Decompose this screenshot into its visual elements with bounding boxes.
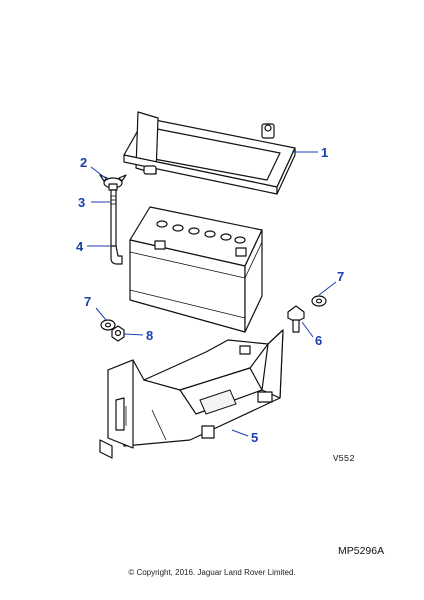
leader-lines [87,151,337,437]
callout-4: 4 [76,239,84,254]
callout-5: 5 [251,430,258,445]
callout-2: 2 [80,155,87,170]
battery-cell-caps [156,220,246,244]
battery [129,206,263,333]
washer[interactable] [311,295,327,307]
bolt[interactable] [287,305,305,333]
callout-8: 8 [146,328,153,343]
callout-1: 1 [321,145,328,160]
washer[interactable] [100,319,116,331]
clamp-rod[interactable] [110,189,117,247]
battery-clamp-frame[interactable] [123,111,296,195]
callout-labels: 1 2 3 4 5 6 7 7 8 [76,145,344,445]
reference-code: V552 [333,454,355,464]
copyright-notice: © Copyright, 2016. Jaguar Land Rover Lim… [128,568,296,577]
callout-7-right: 7 [337,269,344,284]
callout-7-left: 7 [84,294,91,309]
callout-3: 3 [78,195,85,210]
battery-tray[interactable] [99,329,284,459]
j-hook[interactable] [110,245,123,265]
callout-6: 6 [315,333,322,348]
nut[interactable] [111,325,125,342]
diagram-number: MP5296A [338,545,385,557]
